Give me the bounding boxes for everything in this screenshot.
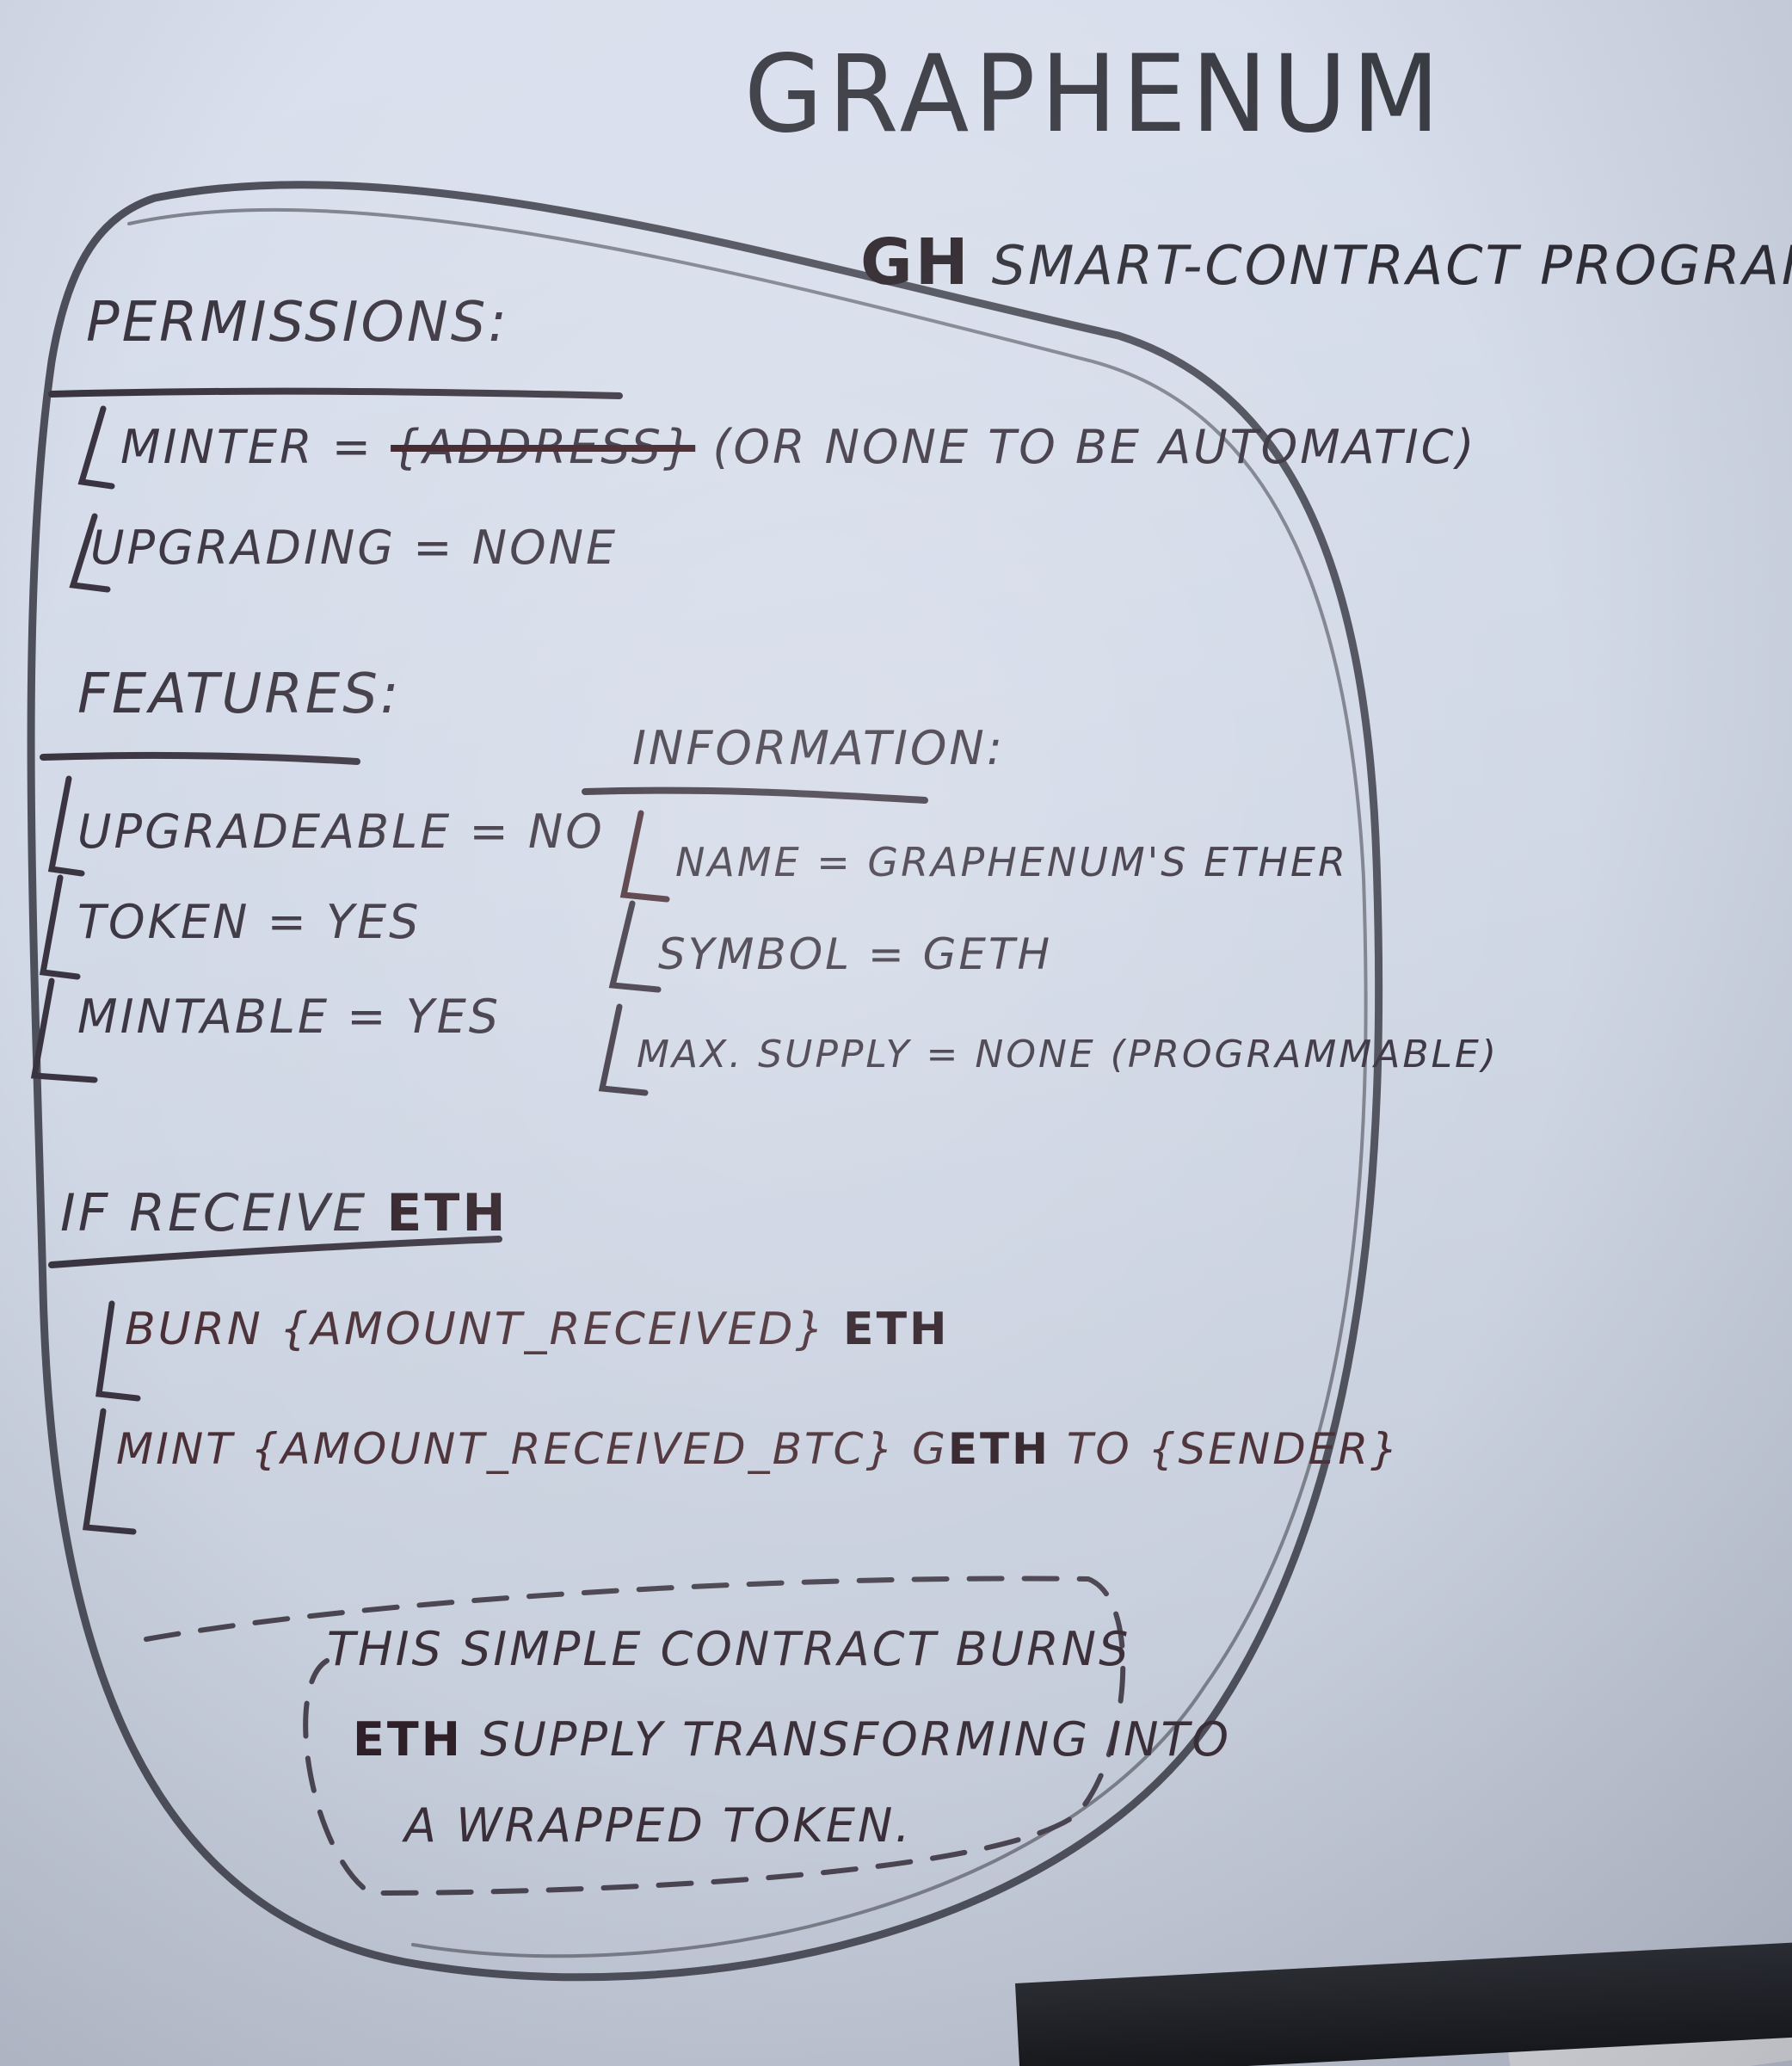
permission-minter: MINTER = {ADDRESS} (OR NONE TO BE AUTOMA…: [120, 420, 1476, 474]
mint-token: ETH: [947, 1424, 1050, 1474]
information-item: NAME = GRAPHENUM'S ETHER: [675, 839, 1348, 885]
feature-item: MINTABLE = YES: [77, 990, 502, 1044]
note-line-3: A WRAPPED TOKEN.: [404, 1798, 913, 1853]
minter-note: (OR NONE TO BE AUTOMATIC): [712, 420, 1477, 474]
information-item: SYMBOL = GETH: [658, 929, 1053, 979]
mint-suffix: TO {SENDER}: [1066, 1424, 1401, 1474]
note-line-2: ETH SUPPLY TRANSFORMING INTO: [353, 1712, 1231, 1767]
information-heading: INFORMATION:: [632, 721, 1006, 775]
subtitle-tag: GH: [860, 225, 971, 299]
burn-prefix: BURN {AMOUNT_RECEIVED}: [125, 1304, 827, 1355]
logic-heading: IF RECEIVE ETH: [60, 1183, 508, 1243]
minter-struck-value: {ADDRESS}: [391, 420, 696, 474]
feature-item: TOKEN = YES: [77, 895, 422, 949]
logic-heading-prefix: IF RECEIVE: [60, 1183, 368, 1243]
logic-burn-line: BURN {AMOUNT_RECEIVED} ETH: [125, 1304, 950, 1355]
outer-loop-outline-echo: [127, 207, 1368, 1958]
note-line-2-rest: SUPPLY TRANSFORMING INTO: [480, 1712, 1232, 1767]
minter-label: MINTER =: [120, 420, 373, 474]
permissions-heading: PERMISSIONS:: [86, 291, 509, 355]
logic-mint-line: MINT {AMOUNT_RECEIVED_BTC} GETH TO {SEND…: [116, 1424, 1401, 1474]
permission-upgrading: UPGRADING = NONE: [90, 521, 619, 575]
mint-prefix: MINT {AMOUNT_RECEIVED_BTC} G: [116, 1424, 948, 1474]
note-line-1: THIS SIMPLE CONTRACT BURNS: [327, 1622, 1131, 1676]
subtitle: GH SMART-CONTRACT PROGRAMMING: [860, 225, 1792, 299]
subtitle-text: SMART-CONTRACT PROGRAMMING: [991, 234, 1792, 297]
feature-item: UPGRADEABLE = NO: [77, 805, 605, 859]
outer-loop-outline: [27, 181, 1383, 1982]
note-dashed-bubble: [144, 1576, 1126, 1896]
features-heading: FEATURES:: [77, 663, 402, 726]
burn-token: ETH: [843, 1304, 950, 1355]
note-token: ETH: [353, 1712, 463, 1767]
information-item: MAX. SUPPLY = NONE (PROGRAMMABLE): [637, 1033, 1499, 1076]
logic-heading-token: ETH: [386, 1183, 508, 1243]
page-title: GRAPHENUM: [744, 31, 1445, 157]
